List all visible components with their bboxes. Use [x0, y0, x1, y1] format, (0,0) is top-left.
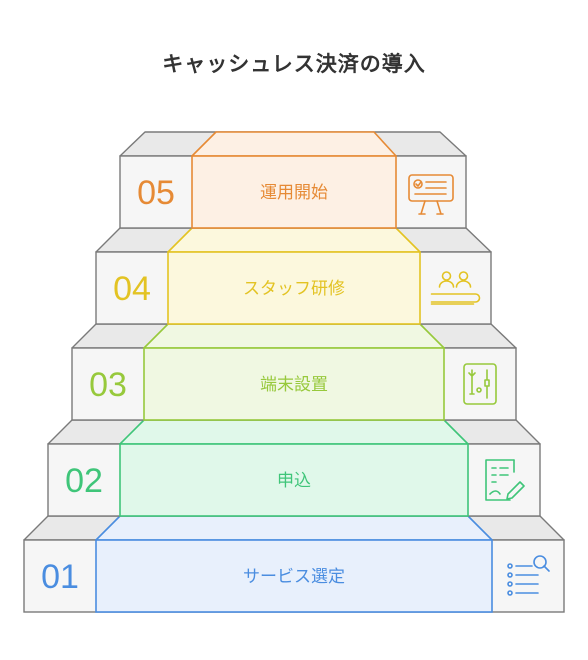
stair-step-04: 04 スタッフ研修: [95, 227, 492, 325]
device-tools-icon: [463, 363, 497, 405]
search-list-icon: [507, 555, 550, 596]
step-number: 04: [113, 270, 151, 308]
step-highlight-front: [143, 347, 445, 421]
step-highlight-tread: [119, 419, 469, 445]
stair-step-05: 05 運用開始: [119, 131, 467, 229]
step-label: 運用開始: [260, 183, 328, 203]
application-form-icon: [485, 459, 525, 501]
stair-step-03: 03 端末設置: [71, 323, 517, 421]
step-highlight-tread: [95, 515, 493, 541]
diagram-title: キャッシュレス決済の導入: [162, 52, 426, 76]
step-highlight-front: [191, 155, 397, 229]
stair-step-02: 02 申込: [47, 419, 541, 517]
step-label: 端末設置: [260, 375, 328, 395]
step-label: スタッフ研修: [243, 279, 345, 299]
step-label: サービス選定: [243, 567, 345, 587]
step-number: 02: [65, 462, 103, 500]
stair-step-01: 01 サービス選定: [23, 515, 565, 613]
step-highlight-tread: [191, 131, 397, 157]
step-number: 03: [89, 366, 127, 404]
step-highlight-tread: [167, 227, 421, 253]
presentation-board-icon: [408, 174, 454, 215]
step-highlight-front: [167, 251, 421, 325]
step-number: 05: [137, 174, 175, 212]
step-highlight-front: [119, 443, 469, 517]
step-label: 申込: [277, 471, 311, 491]
step-highlight-front: [95, 539, 493, 613]
people-training-icon: [430, 271, 481, 305]
step-number: 01: [41, 558, 79, 596]
step-highlight-tread: [143, 323, 445, 349]
